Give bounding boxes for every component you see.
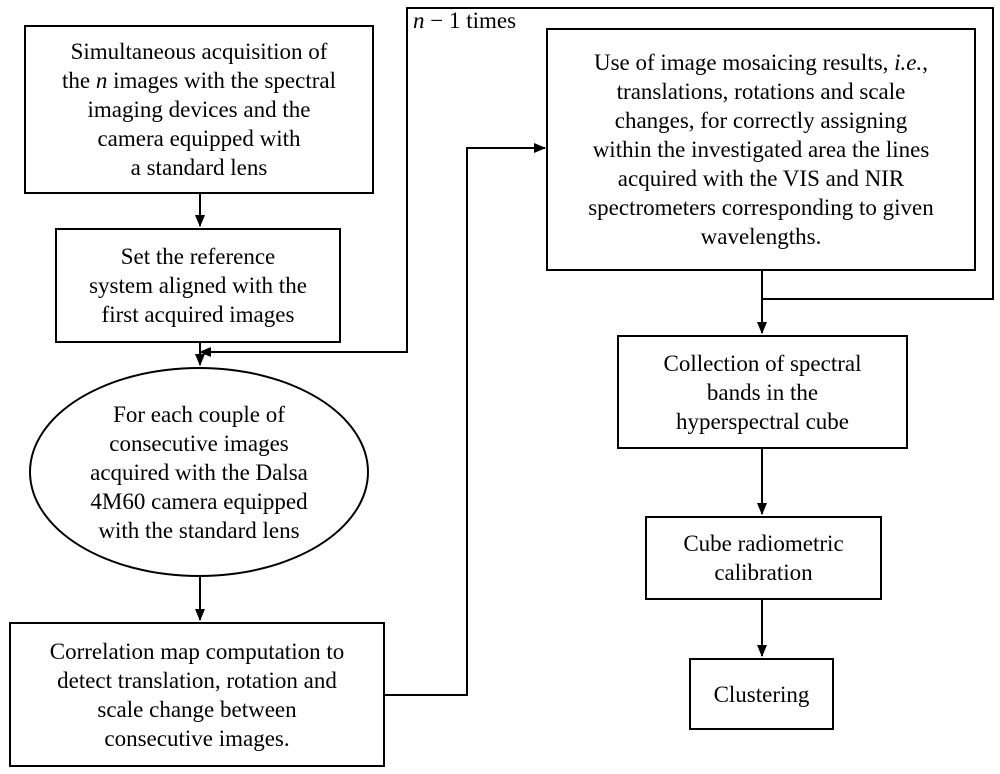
clustering-box: Clustering	[689, 658, 834, 730]
mosaicing-text: Use of image mosaicing results, i.e.,tra…	[588, 50, 934, 249]
arrow-correlation-to-mosaicing	[385, 143, 546, 696]
mosaicing-box: Use of image mosaicing results, i.e.,tra…	[546, 28, 976, 271]
clustering-text: Clustering	[713, 681, 810, 707]
loop-count-label: n − 1 times	[413, 8, 517, 33]
